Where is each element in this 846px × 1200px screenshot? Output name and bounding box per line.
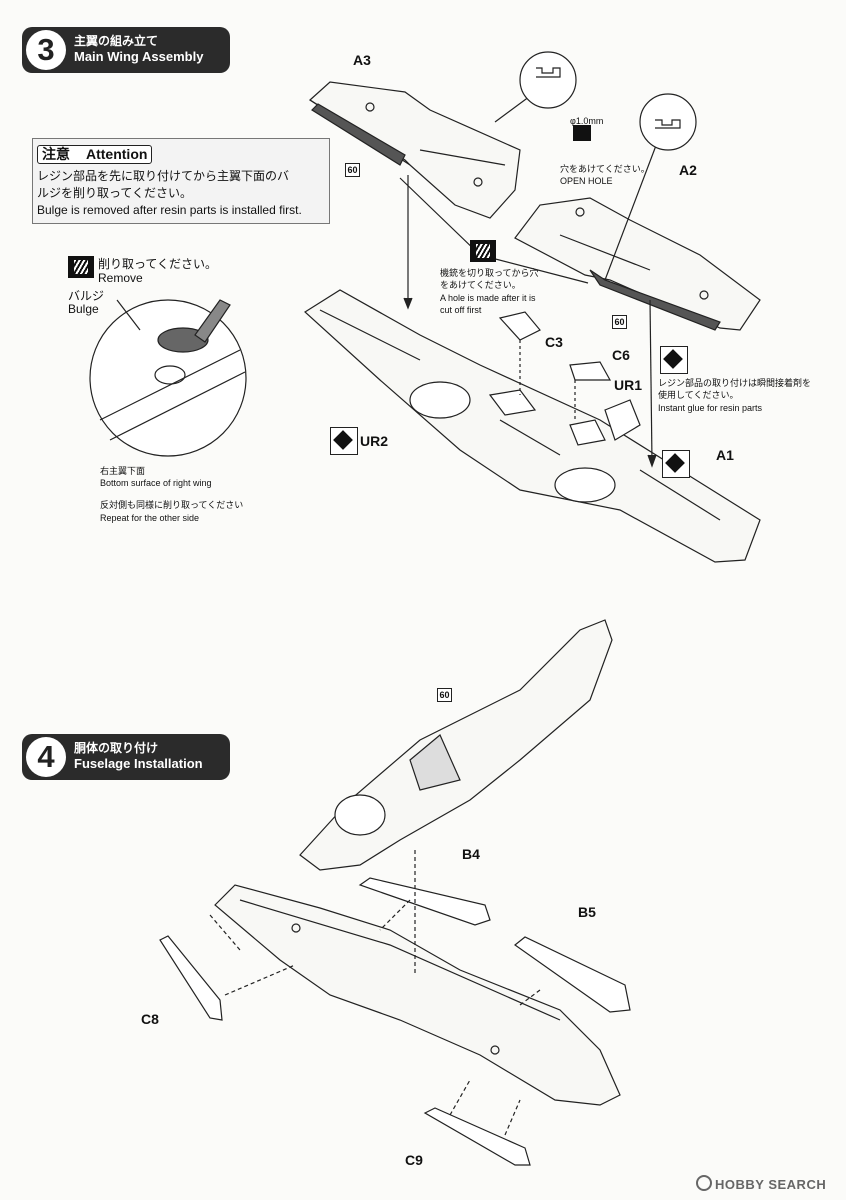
step-number: 4 [26,737,66,777]
fuselage [299,619,613,871]
hole-note-en: OPEN HOLE [560,176,613,186]
wing-a1 [304,289,761,563]
hole-callouts [519,51,697,151]
glue-note-jp-2: 使用してください。 [658,390,739,400]
attention-box: 注意 Attention レジン部品を先に取り付けてから主翼下面のバ ルジを削り取… [32,138,330,224]
attention-title: 注意 Attention [37,145,153,164]
attention-text-jp-2: ルジを削り取ってください。 [37,186,193,200]
part-label-a1: A1 [716,447,734,463]
watermark-text: HOBBY SEARCH [715,1177,827,1192]
bulge-detail [89,299,247,457]
resin-part-icon [330,427,358,455]
lower-wing [214,884,621,1106]
step-3-header: 3 主翼の組み立て Main Wing Assembly [22,27,230,73]
drill-icon [573,125,591,141]
part-label-b5: B5 [578,904,596,920]
part-label-a3: A3 [353,52,371,68]
part-label-b4: B4 [462,846,480,862]
cut-note-jp-2: をあけてください。 [440,280,521,290]
detail-note-en-1: Bottom surface of right wing [100,478,212,488]
paint-code-60: 60 [345,163,360,177]
part-label-c8: C8 [141,1011,159,1027]
wing-a3 [309,81,521,219]
cut-note-en-2: cut off first [440,305,482,315]
step-title-jp: 主翼の組み立て [74,34,159,48]
attention-text-jp-1: レジン部品を先に取り付けてから主翼下面のバ [37,169,290,183]
step-title-en: Main Wing Assembly [74,49,204,64]
cut-note-jp-1: 機銃を切り取ってから穴 [440,268,539,278]
bulge-label-en: Bulge [68,302,99,316]
instant-glue-icon [662,450,690,478]
watermark: HOBBY SEARCH [696,1175,826,1192]
instant-glue-icon [660,346,688,374]
remove-note-jp: 削り取ってください。 [98,257,218,271]
watermark-logo-icon [696,1175,712,1191]
hole-size: φ1.0mm [570,116,604,126]
remove-note-en: Remove [98,271,143,285]
detail-note-en-2: Repeat for the other side [100,513,200,523]
part-label-c6: C6 [612,347,630,363]
detail-note-jp-2: 反対側も同様に削り取ってください [100,500,244,510]
file-tool-icon [68,256,94,278]
step-4-header: 4 胴体の取り付け Fuselage Installation [22,734,230,780]
bulge-label-jp: バルジ [68,289,105,303]
attention-title-en: Attention [86,146,148,162]
glue-note-jp-1: レジン部品の取り付けは瞬間接着剤を [658,378,812,388]
attention-text-en: Bulge is removed after resin parts is in… [37,203,302,217]
part-label-c9: C9 [405,1152,423,1168]
step4-arrows [209,850,541,1136]
paint-code-60: 60 [612,315,627,329]
file-tool-icon [470,240,496,262]
resin-parts [488,311,641,446]
step-title-en: Fuselage Installation [74,756,203,771]
part-label-a2: A2 [679,162,697,178]
step-title-jp: 胴体の取り付け [74,741,159,755]
step-number: 3 [26,30,66,70]
wing-a2 [514,197,761,331]
cut-note-en-1: A hole is made after it is [440,293,536,303]
flaps-ailerons [159,877,631,1166]
assembly-arrows [399,84,661,468]
detail-note-jp-1: 右主翼下面 [100,466,146,476]
part-label-ur1: UR1 [614,377,643,393]
part-label-ur2: UR2 [360,433,389,449]
attention-title-jp: 注意 [42,146,70,162]
part-label-c3: C3 [545,334,563,350]
hole-note-jp: 穴をあけてください。 [560,164,650,174]
paint-code-60: 60 [437,688,452,702]
glue-note-en: Instant glue for resin parts [658,403,763,413]
